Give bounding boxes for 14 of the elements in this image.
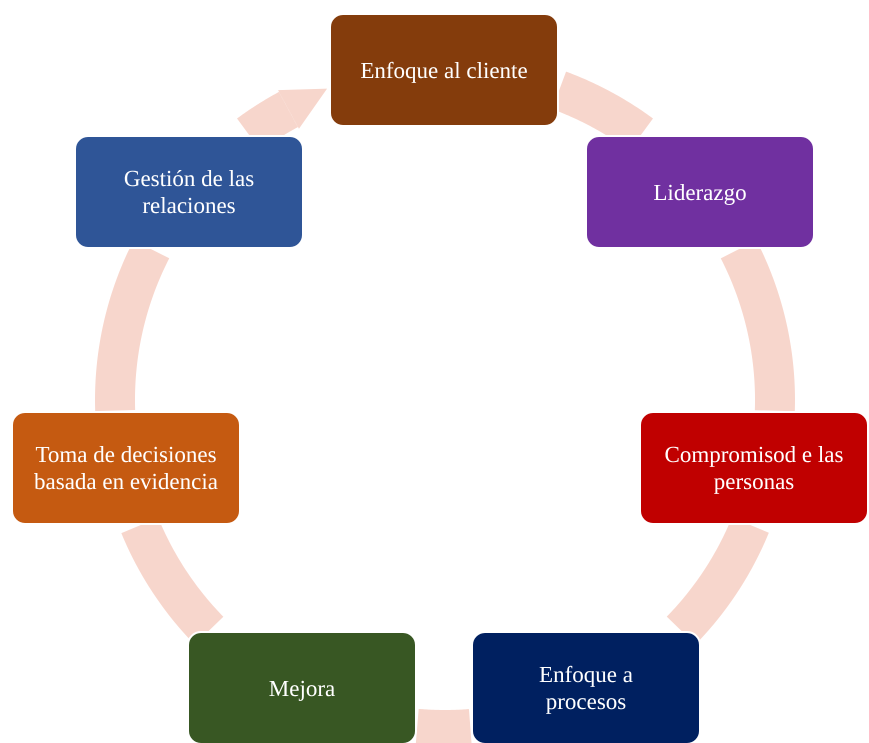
process-box	[74, 135, 304, 249]
process-box	[329, 13, 559, 127]
process-box	[585, 135, 815, 249]
box-label: Gestión de las relaciones	[122, 165, 256, 219]
box-label: Compromisod e las personas	[664, 441, 844, 495]
box-label: Enfoque a procesos	[538, 661, 634, 715]
box-label: Mejora	[268, 674, 336, 702]
process-box	[11, 411, 241, 525]
box-label: Enfoque al cliente	[360, 56, 528, 84]
process-box	[639, 411, 869, 525]
process-box	[187, 631, 417, 743]
box-label: Liderazgo	[653, 178, 747, 206]
process-box	[471, 631, 701, 743]
box-label: Toma de decisiones basada en evidencia	[33, 441, 219, 495]
